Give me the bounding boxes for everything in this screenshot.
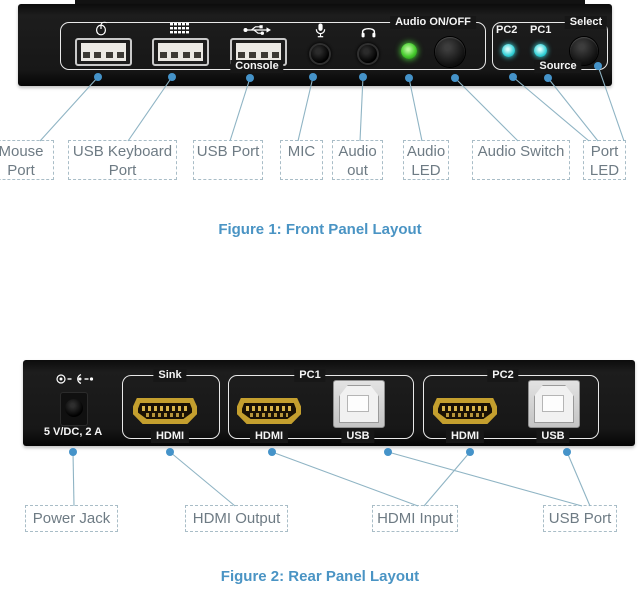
callout-dot	[69, 448, 77, 456]
leader-line	[387, 451, 583, 507]
leader-line	[127, 76, 173, 142]
usb-mouse-port	[75, 38, 132, 66]
leader-line	[39, 76, 99, 142]
leader-line	[229, 77, 251, 142]
usb-keyboard-port	[152, 38, 209, 66]
mic-jack	[311, 45, 329, 63]
audio-switch-button	[435, 37, 465, 67]
callout-hdmi-output: HDMI Output	[185, 505, 288, 532]
pc1-hdmi-label: HDMI	[249, 430, 289, 443]
callout-audio-switch: Audio Switch	[472, 140, 570, 180]
pc1-usb-label: USB	[341, 430, 375, 443]
power-rating-label: 5 V/DC, 2 A	[43, 426, 103, 438]
usb-port-tongue	[158, 43, 203, 61]
audio-on-off-label: Audio ON/OFF	[390, 16, 476, 29]
power-jack-barrel	[65, 399, 83, 417]
leader-line	[547, 77, 599, 142]
rear-panel: 5 V/DC, 2 A Sink HDMI PC1 HDMI USB PC2 H…	[23, 360, 635, 446]
callout-usb-port: USB Port	[193, 140, 263, 180]
pc2-port-led	[502, 44, 515, 57]
figure2-caption: Figure 2: Rear Panel Layout	[220, 568, 420, 585]
leader-line	[169, 451, 236, 507]
leader-line	[297, 76, 314, 142]
leader-line	[566, 451, 591, 507]
mic-icon	[315, 23, 326, 38]
callout-mouse-port: Mouse Port	[0, 140, 54, 180]
callout-dot	[166, 448, 174, 456]
leader-line	[271, 451, 419, 507]
callout-dot	[563, 448, 571, 456]
leader-line	[72, 451, 75, 507]
usb-trident-icon	[243, 25, 271, 35]
keyboard-icon	[170, 23, 189, 34]
dc-power-icon	[56, 373, 94, 385]
pc1-usb-port	[333, 380, 385, 428]
front-panel-top-edge	[75, 0, 585, 6]
leader-line	[359, 76, 364, 142]
pc1-label: PC1	[530, 24, 552, 36]
pc2-section-label: PC2	[487, 369, 519, 382]
callout-audio-led: Audio LED	[403, 140, 449, 180]
leader-line	[423, 451, 471, 507]
hdmi-output-port	[133, 398, 197, 424]
leader-line	[408, 77, 423, 142]
front-panel: Console Audio ON/OFF PC2 PC1 Select Sour…	[18, 4, 612, 86]
callout-power-jack: Power Jack	[25, 505, 118, 532]
callout-dot	[466, 448, 474, 456]
pc2-hdmi-port	[433, 398, 497, 424]
callout-usb-keyboard-port: USB Keyboard Port	[68, 140, 177, 180]
pc1-hdmi-port	[237, 398, 301, 424]
pc2-usb-label: USB	[536, 430, 570, 443]
callout-audio-out: Audio out	[332, 140, 383, 180]
source-label: Source	[534, 60, 582, 73]
pc2-label: PC2	[496, 24, 518, 36]
pc2-usb-port	[528, 380, 580, 428]
pc1-port-led	[534, 44, 547, 57]
leader-line	[454, 77, 519, 142]
console-label: Console	[230, 60, 284, 73]
usb-port-tongue	[81, 43, 126, 61]
callout-mic: MIC	[280, 140, 323, 180]
pc2-hdmi-label: HDMI	[445, 430, 485, 443]
headphone-jack	[359, 45, 377, 63]
leader-line	[512, 76, 590, 142]
usb-port-tongue	[236, 43, 281, 61]
sink-label: Sink	[153, 369, 187, 382]
pc1-section-label: PC1	[294, 369, 326, 382]
figure1-caption: Figure 1: Front Panel Layout	[218, 221, 422, 238]
audio-led	[401, 43, 417, 59]
callout-hdmi-input: HDMI Input	[372, 505, 458, 532]
callout-dot	[268, 448, 276, 456]
sink-hdmi-label: HDMI	[150, 430, 190, 443]
callout-usb-port-rear: USB Port	[543, 505, 617, 532]
callout-port-led: Port LED	[583, 140, 626, 180]
headphones-icon	[361, 27, 376, 38]
power-jack	[60, 392, 88, 426]
select-label: Select	[564, 16, 608, 29]
callout-dot	[384, 448, 392, 456]
mouse-icon	[95, 21, 107, 36]
